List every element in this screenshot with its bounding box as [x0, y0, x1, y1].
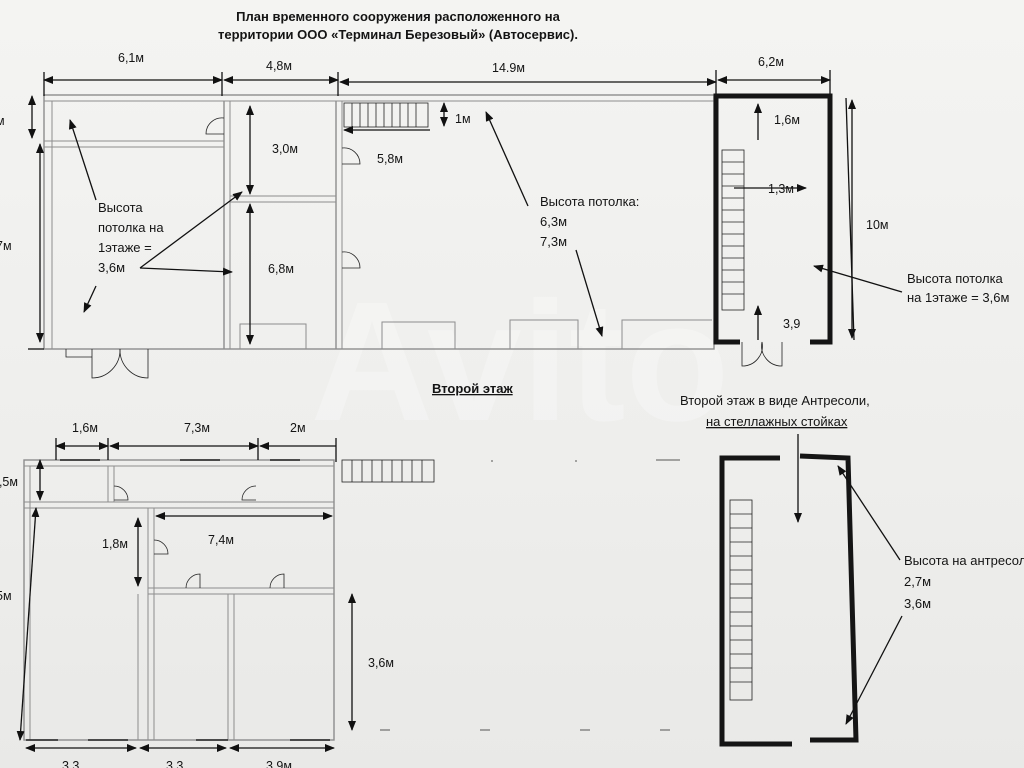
dim-second-bottom-3: 3,9м	[266, 759, 292, 768]
svg-text:6,3м: 6,3м	[540, 214, 567, 229]
dim-second-3-6: 3,6м	[368, 656, 394, 670]
dim-second-w3: 2м	[290, 421, 306, 435]
dim-second-w2: 7,3м	[184, 421, 210, 435]
svg-text:потолка на: потолка на	[98, 220, 164, 235]
dim-right-10: 10м	[866, 218, 889, 232]
watermark-text: Avito	[311, 267, 730, 457]
svg-text:7,3м: 7,3м	[540, 234, 567, 249]
dim-second-7-4: 7,4м	[208, 533, 234, 547]
svg-text:3,6м: 3,6м	[904, 596, 931, 611]
title-line-1: План временного сооружения расположенног…	[236, 9, 560, 24]
svg-text:Высота: Высота	[98, 200, 143, 215]
dim-second-w1: 1,6м	[72, 421, 98, 435]
dim-mezz-1-6: 1,6м	[774, 113, 800, 127]
second-floor-plan	[16, 434, 903, 752]
dim-right-3-9: 3,9	[783, 317, 800, 331]
svg-text:Высота потолка:: Высота потолка:	[540, 194, 639, 209]
dim-second-bottom-2: 3,3	[166, 759, 183, 768]
svg-text:Второй этаж в виде Антресоли,: Второй этаж в виде Антресоли,	[680, 393, 870, 408]
svg-text:2,7м: 2,7м	[904, 574, 931, 589]
dim-first-w3: 14.9м	[492, 61, 525, 75]
dim-room-6-8: 6,8м	[268, 262, 294, 276]
svg-text:3,6м: 3,6м	[98, 260, 125, 275]
dim-first-w4: 6,2м	[758, 55, 784, 69]
dim-room-3-0: 3,0м	[272, 142, 298, 156]
svg-text:Высота на антресоли: Высота на антресоли	[904, 553, 1024, 568]
dim-mezz-1-3: 1,3м	[768, 182, 794, 196]
dim-first-w1: 6,1м	[118, 51, 144, 65]
svg-text:на 1этаже = 3,6м: на 1этаже = 3,6м	[907, 290, 1009, 305]
dim-second-bottom-1: 3,3	[62, 759, 79, 768]
dim-first-h-left: 7м	[0, 239, 12, 253]
dim-second-h-left: 5м	[0, 589, 12, 603]
svg-text:1этаже =: 1этаже =	[98, 240, 152, 255]
second-floor-heading: Второй этаж	[432, 381, 513, 396]
second-floor-mezzanine-wall-left	[719, 455, 792, 747]
svg-text:Высота потолка: Высота потолка	[907, 271, 1004, 286]
dim-second-1-8: 1,8м	[102, 537, 128, 551]
note-mezzanine-height: Высота на антресоли 2,7м 3,6м	[904, 553, 1024, 611]
first-floor-plan	[28, 70, 903, 379]
second-floor-mezzanine-wall-right	[799, 453, 859, 743]
dim-stair-1m: 1м	[455, 112, 471, 126]
note-mezzanine: Второй этаж в виде Антресоли, на стеллаж…	[680, 393, 870, 429]
note-center-ceiling: Высота потолка: 6,3м 7,3м	[540, 194, 639, 249]
dim-second-h-top: 3,5м	[0, 475, 18, 489]
dim-first-h-left-top: м	[0, 114, 5, 128]
dim-5-8: 5,8м	[377, 152, 403, 166]
title-line-2: территории ООО «Терминал Березовый» (Авт…	[218, 27, 578, 42]
dim-first-w2: 4,8м	[266, 59, 292, 73]
note-right-ceiling: Высота потолка на 1этаже = 3,6м	[907, 271, 1009, 305]
note-left-ceiling: Высота потолка на 1этаже = 3,6м	[98, 200, 164, 275]
first-floor-mezzanine-walls	[713, 93, 833, 345]
svg-text:на стеллажных стойках: на стеллажных стойках	[706, 414, 848, 429]
